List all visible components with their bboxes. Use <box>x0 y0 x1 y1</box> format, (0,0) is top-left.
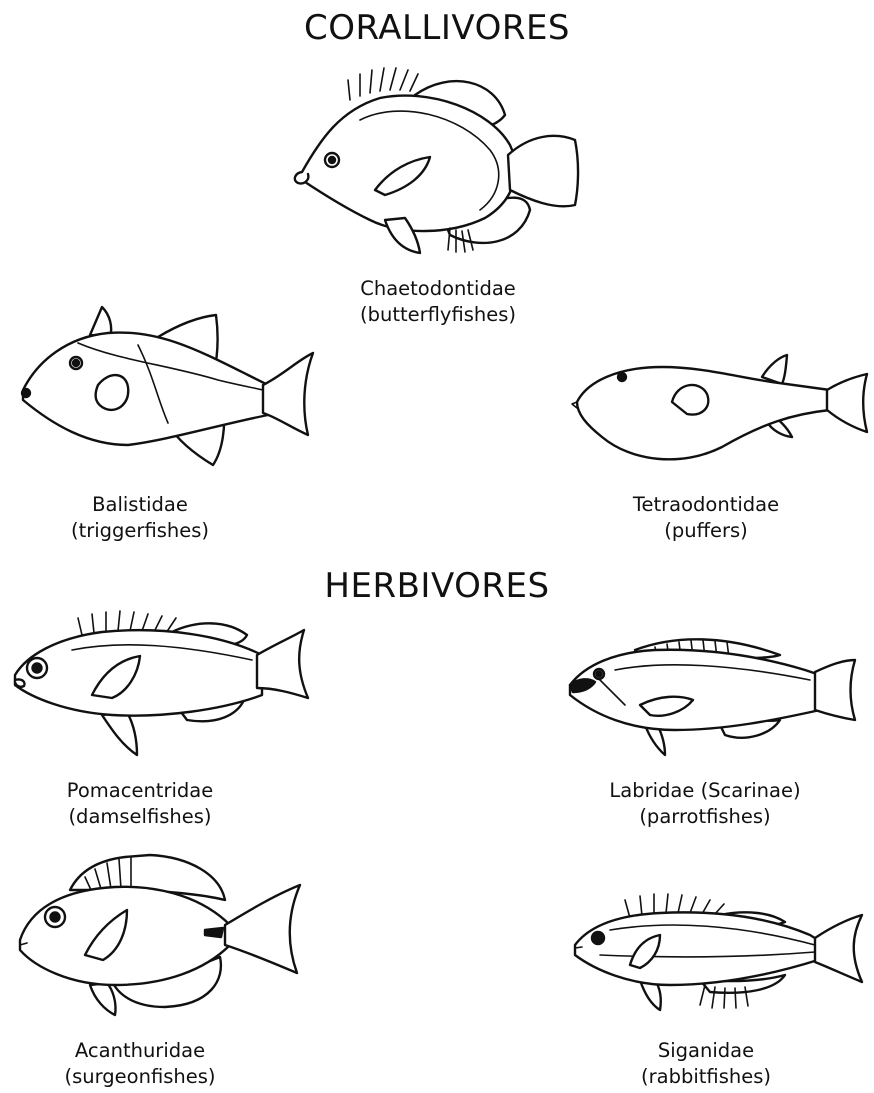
surgeonfish-drawing <box>15 845 315 1020</box>
family-name: Balistidae <box>0 492 290 518</box>
family-name: Siganidae <box>556 1038 856 1064</box>
common-name: (triggerfishes) <box>0 518 290 544</box>
family-name: Tetraodontidae <box>556 492 856 518</box>
butterflyfish-drawing <box>290 60 590 260</box>
common-name: (surgeonfishes) <box>0 1064 290 1090</box>
caption-siganidae: Siganidae (rabbitfishes) <box>556 1038 856 1090</box>
caption-tetraodontidae: Tetraodontidae (puffers) <box>556 492 856 544</box>
common-name: (parrotfishes) <box>555 804 855 830</box>
caption-acanthuridae: Acanthuridae (surgeonfishes) <box>0 1038 290 1090</box>
caption-pomacentridae: Pomacentridae (damselfishes) <box>0 778 290 830</box>
caption-balistidae: Balistidae (triggerfishes) <box>0 492 290 544</box>
heading-corallivores: CORALLIVORES <box>0 8 874 48</box>
common-name: (damselfishes) <box>0 804 290 830</box>
common-name: (puffers) <box>556 518 856 544</box>
caption-chaetodontidae: Chaetodontidae (butterflyfishes) <box>288 276 588 328</box>
triggerfish-drawing <box>18 305 318 470</box>
family-name: Labridae (Scarinae) <box>555 778 855 804</box>
puffer-drawing <box>572 352 872 472</box>
family-name: Chaetodontidae <box>288 276 588 302</box>
family-name: Pomacentridae <box>0 778 290 804</box>
rabbitfish-drawing <box>570 890 870 1020</box>
family-name: Acanthuridae <box>0 1038 290 1064</box>
common-name: (rabbitfishes) <box>556 1064 856 1090</box>
parrotfish-drawing <box>565 630 865 760</box>
common-name: (butterflyfishes) <box>288 302 588 328</box>
damselfish-drawing <box>12 600 312 760</box>
caption-labridae: Labridae (Scarinae) (parrotfishes) <box>555 778 855 830</box>
